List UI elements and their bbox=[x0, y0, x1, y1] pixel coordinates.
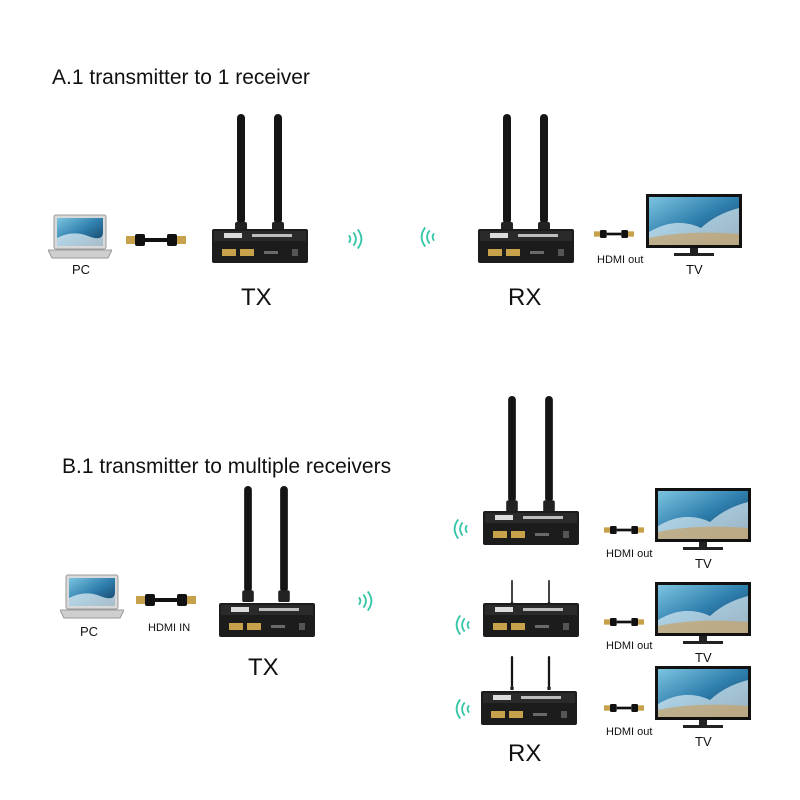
tv-icon bbox=[655, 582, 751, 646]
tv-label: TV bbox=[686, 262, 703, 277]
wireless-signal-icon bbox=[356, 588, 378, 614]
laptop-icon bbox=[48, 214, 112, 260]
section-b-title: B.1 transmitter to multiple receivers bbox=[62, 455, 392, 478]
hdmi-out-label: HDMI out bbox=[606, 548, 653, 560]
antenna-icon bbox=[506, 396, 518, 512]
antenna-icon bbox=[538, 114, 550, 234]
section-a-title: A.1 transmitter to 1 receiver bbox=[52, 66, 310, 89]
tv-label: TV bbox=[695, 650, 712, 665]
tv-icon bbox=[655, 488, 751, 552]
extender-device-icon bbox=[212, 228, 308, 264]
hdmi-out-label: HDMI out bbox=[606, 640, 653, 652]
wireless-signal-icon bbox=[448, 516, 470, 542]
antenna-icon bbox=[235, 114, 247, 234]
antenna-icon bbox=[272, 114, 284, 234]
hdmi-cable-icon bbox=[126, 232, 186, 248]
tx-label: TX bbox=[241, 284, 272, 311]
hdmi-out-label: HDMI out bbox=[606, 726, 653, 738]
hdmi-out-label: HDMI out bbox=[597, 254, 644, 266]
wireless-signal-icon bbox=[346, 226, 368, 252]
antenna-icon bbox=[242, 486, 254, 602]
antenna-icon bbox=[506, 580, 518, 604]
hdmi-cable-icon bbox=[594, 228, 634, 240]
tv-icon bbox=[655, 666, 751, 730]
wireless-signal-icon bbox=[450, 612, 472, 638]
rx-label: RX bbox=[508, 740, 542, 767]
tv-label: TV bbox=[695, 556, 712, 571]
hdmi-cable-icon bbox=[604, 524, 644, 536]
extender-device-icon bbox=[219, 602, 315, 638]
antenna-icon bbox=[543, 580, 555, 604]
antenna-icon bbox=[543, 396, 555, 512]
antenna-icon bbox=[501, 114, 513, 234]
extender-device-icon bbox=[483, 602, 579, 638]
hdmi-in-label: HDMI IN bbox=[148, 622, 191, 634]
rx-label: RX bbox=[508, 284, 542, 311]
hdmi-cable-icon bbox=[136, 592, 196, 608]
extender-device-icon bbox=[481, 690, 577, 726]
wireless-signal-icon bbox=[450, 696, 472, 722]
pc-label: PC bbox=[72, 262, 91, 277]
antenna-icon bbox=[543, 656, 555, 690]
antenna-icon bbox=[278, 486, 290, 602]
extender-device-icon bbox=[478, 228, 574, 264]
tv-icon bbox=[646, 194, 742, 258]
hdmi-cable-icon bbox=[604, 616, 644, 628]
tv-label: TV bbox=[695, 734, 712, 749]
laptop-icon bbox=[60, 574, 124, 620]
hdmi-cable-icon bbox=[604, 702, 644, 714]
pc-label: PC bbox=[80, 624, 99, 639]
antenna-icon bbox=[506, 656, 518, 690]
wireless-signal-icon bbox=[415, 224, 437, 250]
extender-device-icon bbox=[483, 510, 579, 546]
tx-label: TX bbox=[248, 654, 279, 681]
